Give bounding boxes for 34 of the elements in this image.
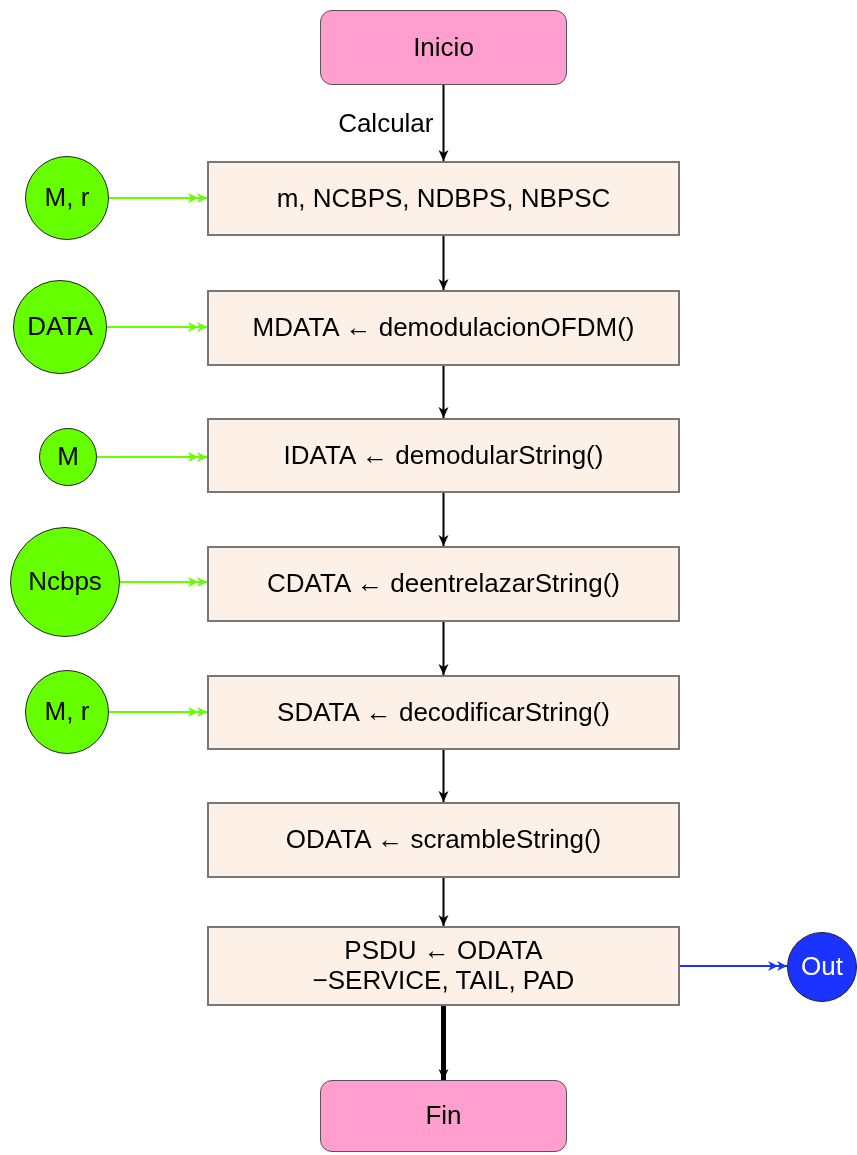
node-text: Fin: [425, 1101, 462, 1131]
process-box: [207, 546, 680, 622]
arrow: [438, 1006, 449, 1080]
arrow: [438, 84, 449, 162]
edge-label: Calcular: [338, 107, 435, 139]
node-text: SDATA ← decodificarString(): [277, 697, 610, 728]
node-text: M: [57, 442, 79, 472]
node-text: MDATA ← demodulacionOFDM(): [252, 313, 635, 343]
node-text: IDATA ← demodularString(): [283, 440, 604, 471]
arrow: [438, 621, 449, 676]
node-text: M, r: [44, 697, 90, 727]
arrow: [438, 492, 449, 547]
node-text: M, r: [44, 183, 90, 213]
process-box: [207, 161, 680, 236]
node-text: DATA: [27, 312, 93, 342]
node-text: Out: [801, 952, 843, 982]
terminal-box: [320, 10, 567, 85]
process-box: [207, 290, 680, 366]
arrow: [438, 365, 449, 419]
node-text: −SERVICE, TAIL, PAD: [312, 966, 575, 996]
node-text: m, NCBPS, NDBPS, NBPSC: [276, 183, 611, 214]
arrow: [438, 749, 449, 803]
process-box: [207, 418, 680, 493]
node-text: ODATA ← scrambleString(): [285, 825, 602, 855]
node-text: Ncbps: [28, 567, 102, 597]
terminal-box: [320, 1080, 567, 1152]
arrow: [438, 877, 449, 927]
node-text: PSDU ← ODATA: [344, 936, 543, 966]
process-box: [207, 926, 680, 1006]
node-text: Inicio: [413, 32, 474, 63]
node-text: CDATA ← deentrelazarString(): [266, 569, 620, 599]
process-box: [207, 802, 680, 878]
arrow: [438, 235, 449, 291]
process-box: [207, 675, 680, 750]
